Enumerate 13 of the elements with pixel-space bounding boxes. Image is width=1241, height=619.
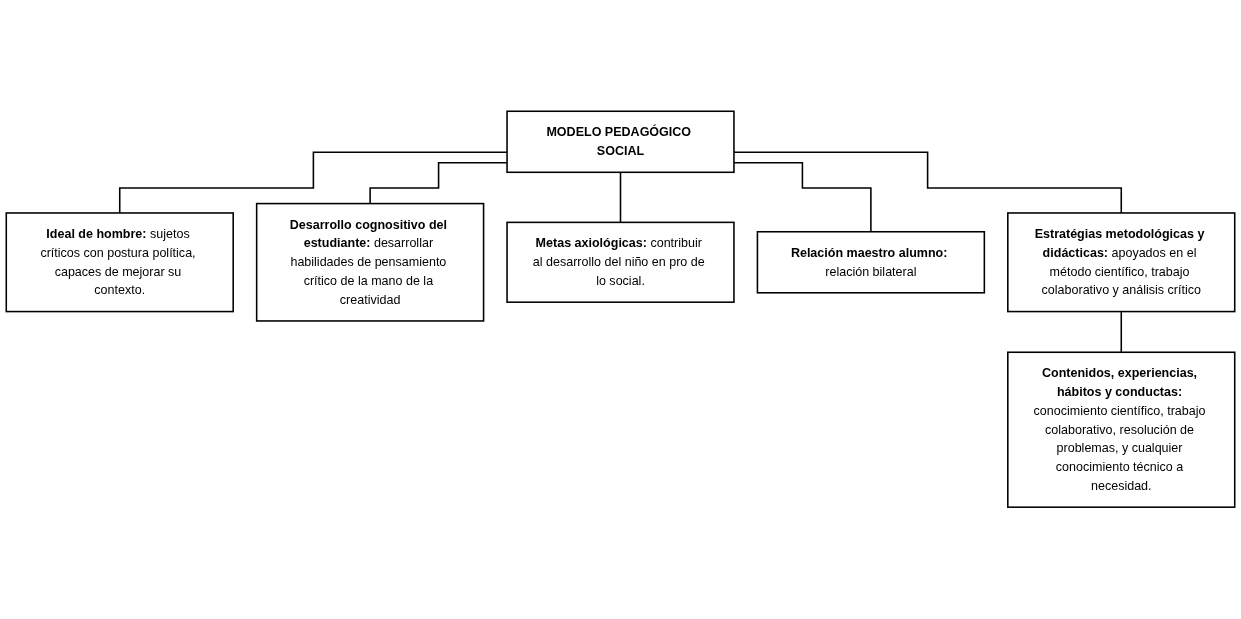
node-box: Relación maestro alumno: relación bilateral xyxy=(756,231,986,294)
connector xyxy=(369,162,508,205)
node-box: Estratégias metodológicas y didácticas: apoyados en el método científico, trabajo colaborativo y análisis crítico xyxy=(1007,212,1236,313)
node-box: MODELO PEDAGÓGICO SOCIAL xyxy=(506,110,735,174)
connector xyxy=(733,151,1123,215)
node-box: Ideal de hombre: sujetos críticos con postura política, capaces de mejorar su contexto. xyxy=(5,212,234,313)
connector xyxy=(118,151,508,215)
node-box: Contenidos, experiencias, hábitos y conductas: conocimiento científico, trabajo colaborativo, resolución de problemas, y cualquier conocimiento técnico a necesidad. xyxy=(1007,351,1236,509)
connector xyxy=(733,162,872,233)
node-box: Metas axiológicas: contribuir al desarrollo del niño en pro de lo social. xyxy=(506,221,735,304)
node-box: Desarrollo cognositivo del estudiante: desarrollar habilidades de pensamiento crítico de la mano de la creatividad xyxy=(255,203,485,322)
connector xyxy=(619,171,622,224)
connector xyxy=(1120,311,1123,354)
